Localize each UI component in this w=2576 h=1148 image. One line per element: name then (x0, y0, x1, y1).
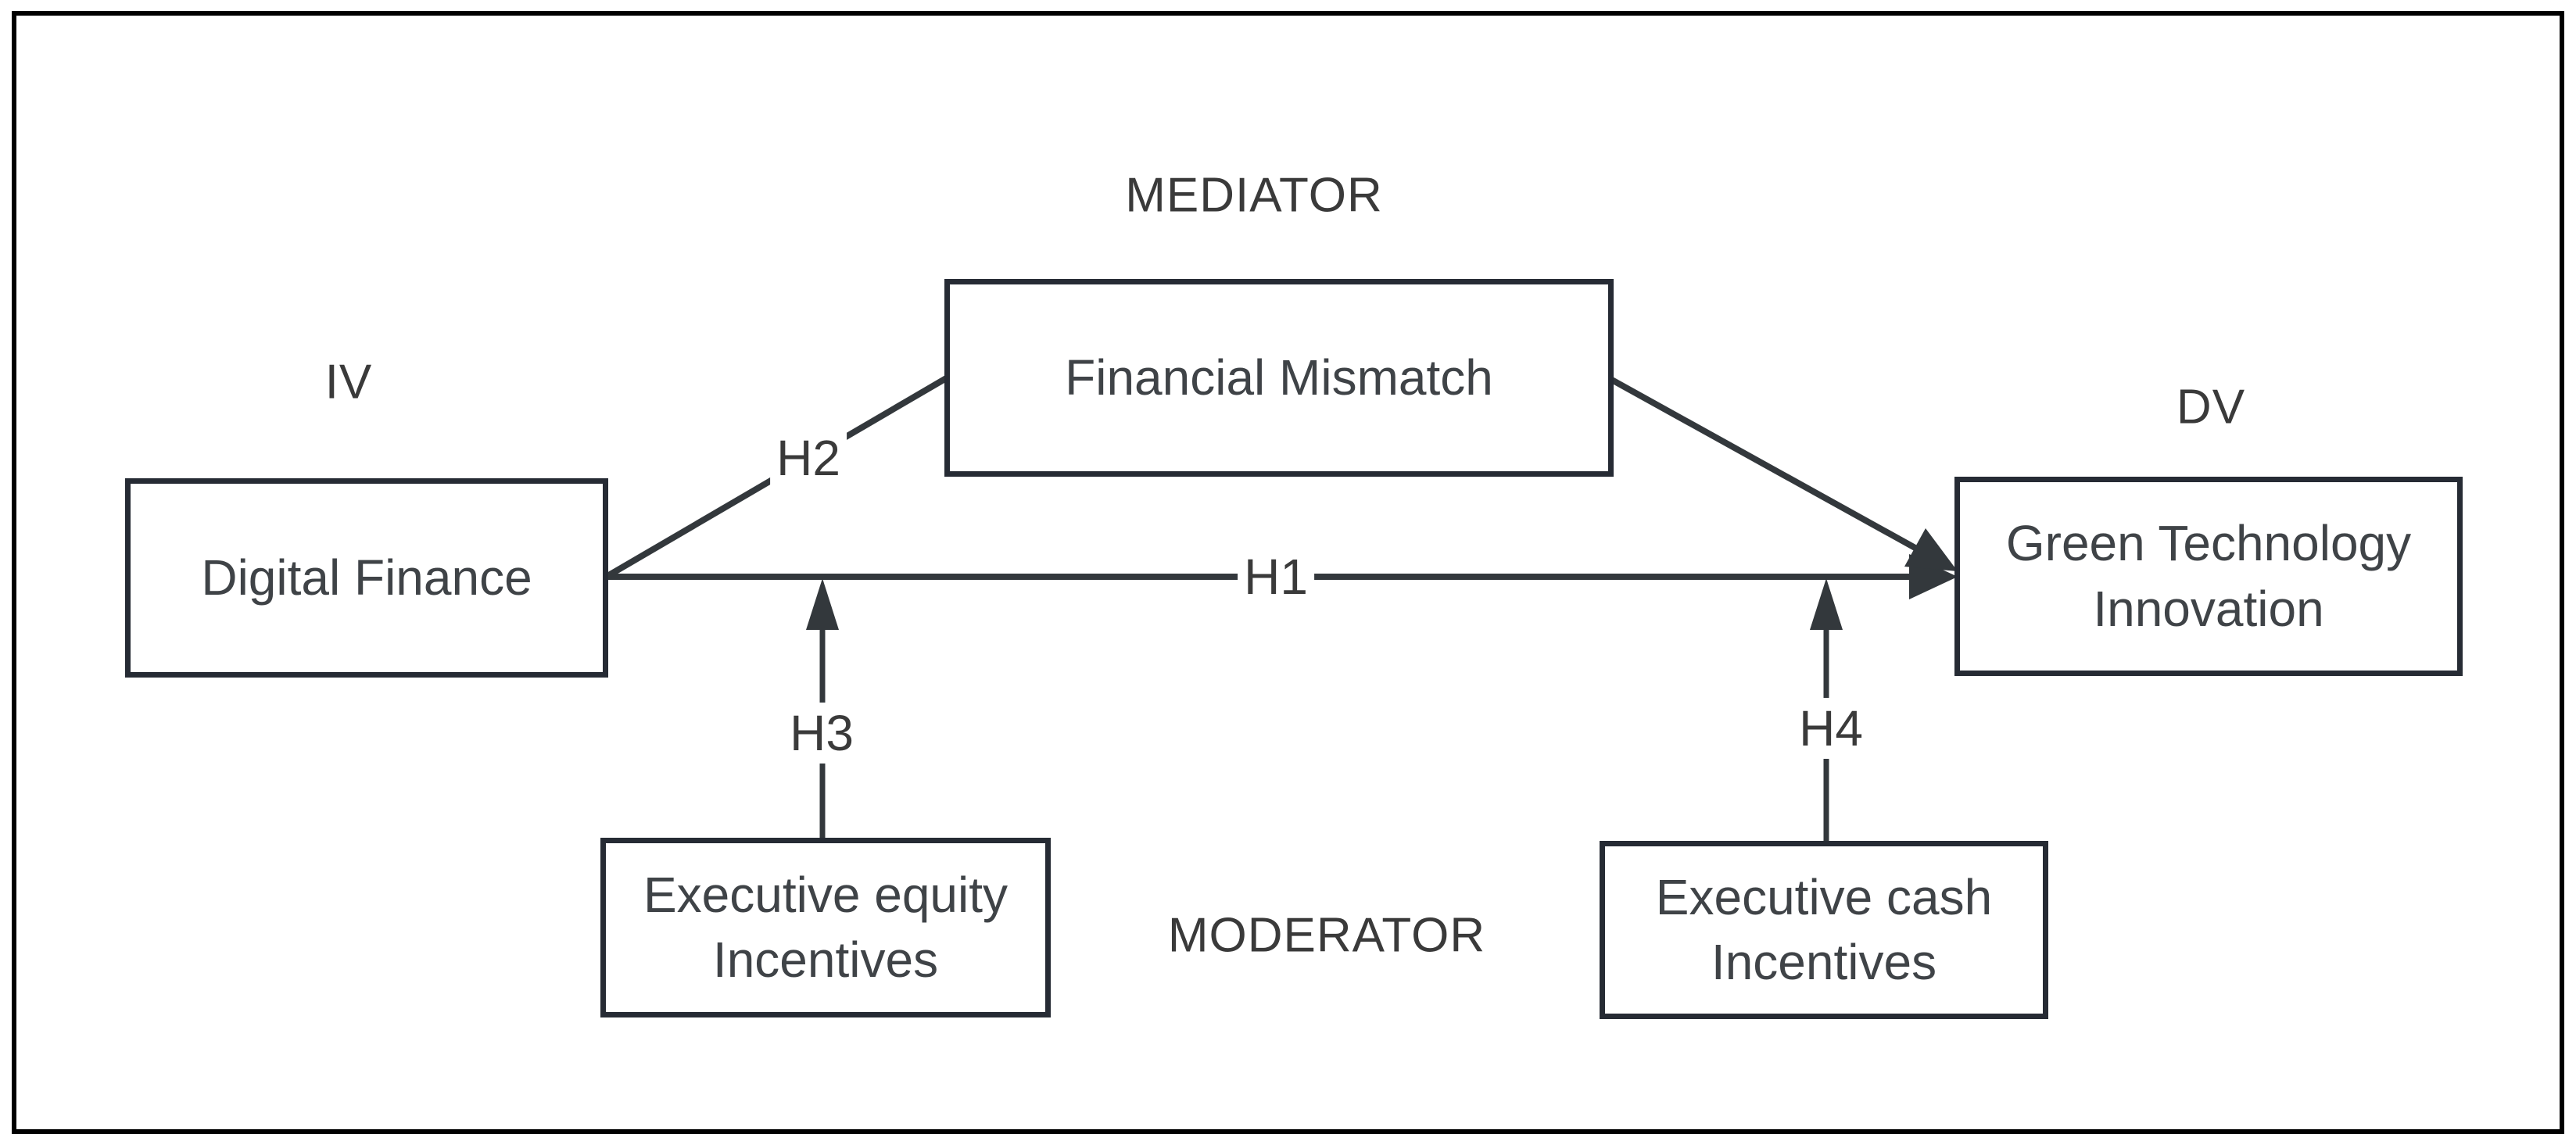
moderator-left-box-label: Executive equity Incentives (643, 866, 1009, 988)
iv-role-label: IV (324, 355, 373, 409)
h3-hypothesis-label: H3 (783, 703, 860, 764)
h4-arrowhead (1810, 578, 1843, 630)
h3-arrowhead (806, 578, 839, 630)
dv-box: Green Technology Innovation (1954, 477, 2463, 676)
mediator-to-dv-arrowhead (1904, 528, 1958, 571)
dv-box-label: Green Technology Innovation (2005, 515, 2412, 637)
mediator-box: Financial Mismatch (944, 279, 1614, 477)
mediator-role-label: MEDIATOR (1125, 168, 1383, 223)
moderator-left-box: Executive equity Incentives (600, 838, 1051, 1017)
h4-hypothesis-label: H4 (1793, 698, 1869, 759)
iv-box-label: Digital Finance (201, 549, 532, 606)
dv-role-label: DV (2176, 380, 2246, 435)
diagram-border-frame (12, 11, 2564, 1134)
moderator-right-box-label: Executive cash Incentives (1655, 868, 1993, 990)
h1-hypothesis-label: H1 (1238, 546, 1314, 607)
moderator-role-label: MODERATOR (1167, 908, 1486, 963)
h2-hypothesis-label: H2 (770, 427, 847, 488)
moderator-right-box: Executive cash Incentives (1600, 841, 2048, 1019)
iv-box: Digital Finance (125, 478, 608, 678)
mediator-to-dv-line (1607, 375, 1921, 553)
mediator-box-label: Financial Mismatch (1065, 349, 1493, 406)
